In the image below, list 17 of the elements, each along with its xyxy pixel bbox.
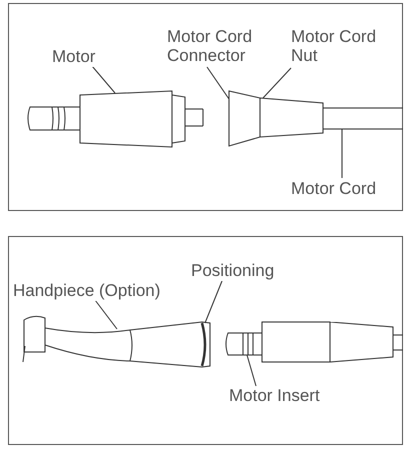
leader-line <box>94 300 118 330</box>
panel-frame <box>8 236 403 445</box>
panel-frame <box>8 3 403 211</box>
motor-cord-drawing <box>322 108 404 130</box>
positioning-ring-drawing <box>200 322 206 366</box>
part-label: Motor <box>52 48 96 67</box>
leader-line <box>246 354 256 386</box>
part-label: Positioning <box>191 262 274 281</box>
part-label: Handpiece (Option) <box>13 282 160 301</box>
motor-insert-drawing <box>226 332 262 356</box>
leader-line <box>262 68 292 98</box>
cord-nut-drawing <box>260 97 324 138</box>
leader-line <box>206 66 230 100</box>
leader-line <box>92 66 116 94</box>
cord-connector-drawing <box>228 90 260 147</box>
motor-body-drawing <box>80 90 172 148</box>
leader-line <box>204 280 222 324</box>
